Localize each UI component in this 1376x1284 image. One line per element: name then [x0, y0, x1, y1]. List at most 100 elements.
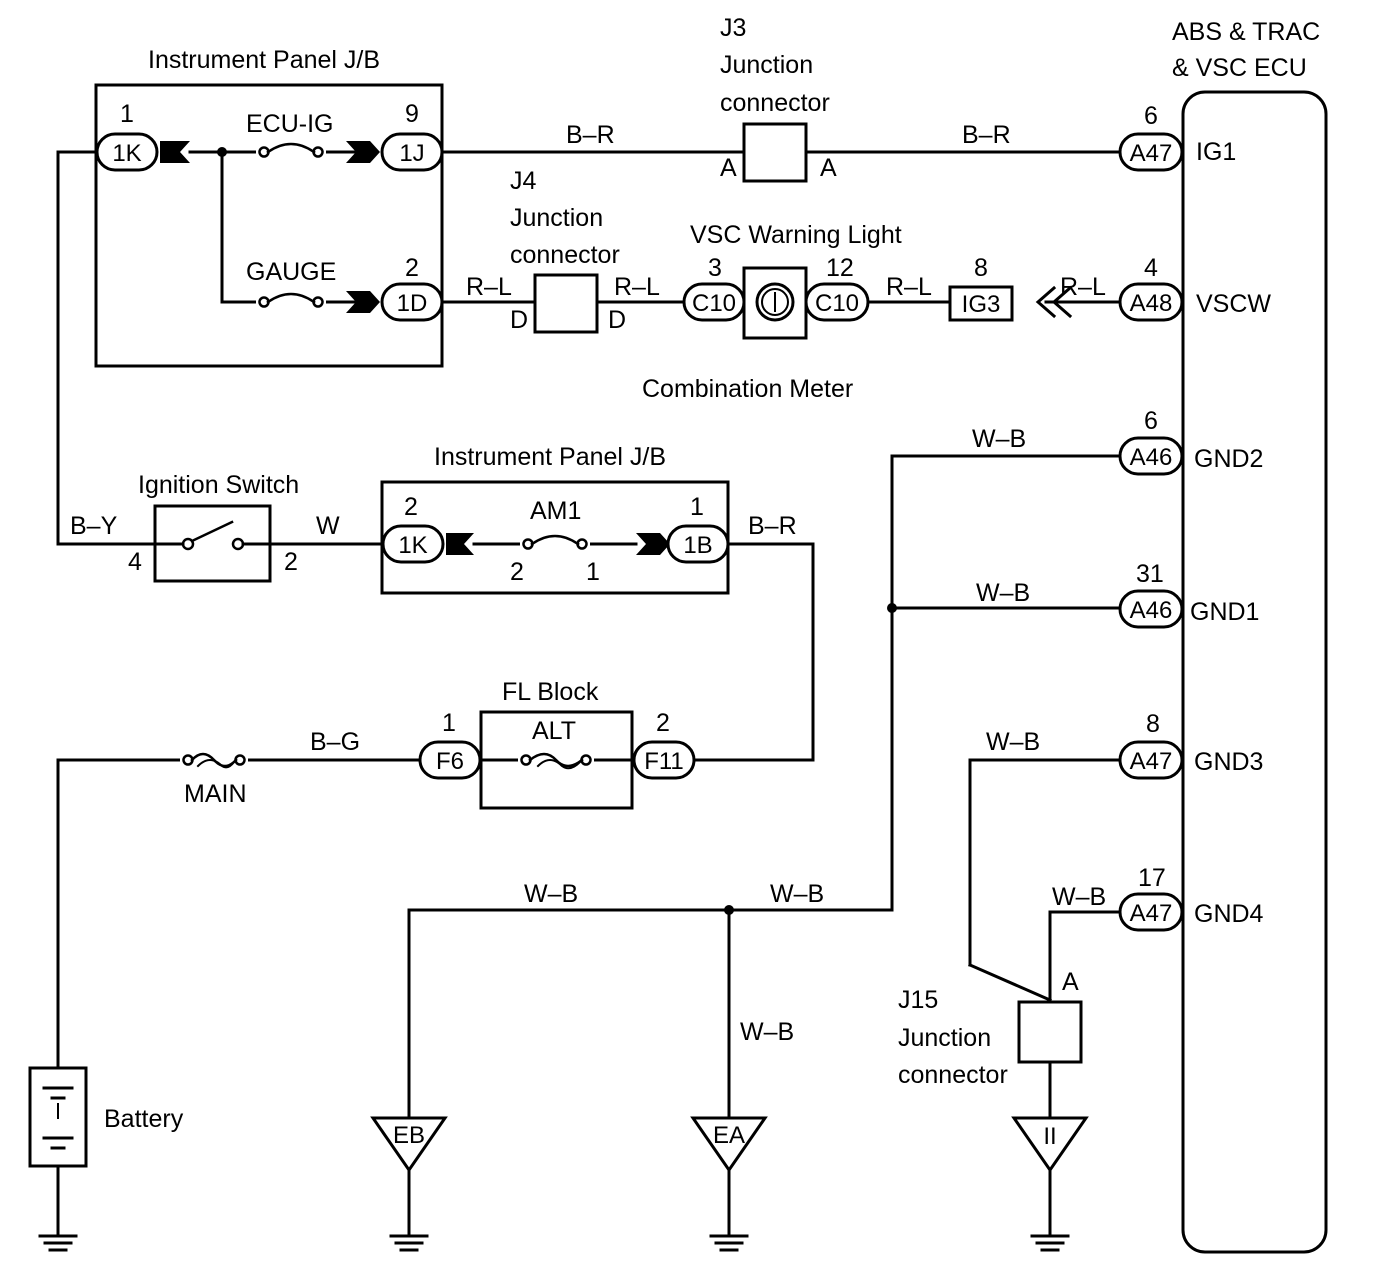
pin-label: 1 — [690, 493, 704, 521]
connector-a47-gnd4 — [1118, 892, 1184, 932]
pin-label: 3 — [708, 254, 722, 282]
connector-ig3-label: IG3 — [962, 291, 1001, 318]
connector-c10-left — [682, 282, 746, 322]
connector-f6-label: F6 — [436, 748, 464, 775]
pin-label: 9 — [405, 100, 419, 128]
pin-label: 2 — [510, 558, 524, 586]
connector-ig3 — [948, 285, 1014, 322]
j3-label-line2: Junction — [720, 51, 813, 79]
ground-circuits: W–B A46 6 W–B A46 31 W–B A47 8 W–B A47 1… — [887, 407, 1184, 1252]
ground-symbol — [1030, 1234, 1070, 1252]
connector-1d-label: 1D — [397, 290, 428, 317]
connector-1j-label: 1J — [399, 140, 424, 167]
connector-a46-gnd2 — [1118, 436, 1184, 476]
ground-ii-terminal — [1011, 1116, 1089, 1173]
fuse-ecu-ig-label: ECU-IG — [246, 110, 334, 138]
vsc-warning-light-label: VSC Warning Light — [690, 221, 902, 249]
j15-label-line2: Junction — [898, 1024, 991, 1052]
combination-meter-label: Combination Meter — [642, 375, 853, 403]
j3-label-line1: J3 — [720, 14, 746, 42]
wire-label: B–R — [962, 121, 1011, 149]
connector-1k-label: 1K — [398, 532, 427, 559]
ecu-title-line2: & VSC ECU — [1172, 54, 1307, 82]
fuse-alt-label: ALT — [532, 717, 576, 745]
instrument-panel-jb-mid: Instrument Panel J/B AM1 2 1 1K 2 1B 1 B… — [380, 443, 815, 762]
ecu-title-line1: ABS & TRAC — [1172, 18, 1320, 46]
connector-a48-label: A48 — [1130, 290, 1173, 317]
pin-label: 2 — [404, 493, 418, 521]
connector-c10-label: C10 — [815, 290, 859, 317]
connector-f11 — [632, 740, 696, 780]
j4-label-line2: Junction — [510, 204, 603, 232]
connector-a47-ig1 — [1118, 132, 1184, 172]
wire-label: R–L — [1060, 273, 1106, 301]
ecu-terminal-vscw: VSCW — [1196, 290, 1271, 318]
ground-ea-terminal — [690, 1116, 768, 1173]
connector-a46-label: A46 — [1130, 597, 1173, 624]
connector-c10-label: C10 — [692, 290, 736, 317]
ground-eb-terminal — [370, 1116, 448, 1173]
connector-arrow — [446, 533, 474, 555]
wire-label: R–L — [466, 273, 512, 301]
wire-label: W–B — [524, 880, 578, 908]
vsc-warning-light — [742, 266, 808, 340]
ecu-terminal-gnd1: GND1 — [1190, 598, 1259, 626]
fuse-am1-label: AM1 — [530, 497, 581, 525]
j15-label-line1: J15 — [898, 986, 938, 1014]
pin-label: 8 — [974, 254, 988, 282]
j4-label-line3: connector — [510, 241, 620, 269]
wire-label: W–B — [972, 425, 1026, 453]
ground-symbol — [38, 1234, 78, 1252]
pin-label: 4 — [128, 548, 142, 576]
connector-1k-mid — [381, 524, 445, 564]
connector-arrow — [636, 533, 670, 555]
connector-c10-right — [804, 282, 870, 322]
pin-label: 12 — [826, 254, 854, 282]
pin-label: 2 — [656, 709, 670, 737]
ground-bus: W–B W–B W–B EB EA — [370, 880, 894, 1252]
connector-1k-top-label: 1K — [112, 140, 141, 167]
ignition-switch-label: Ignition Switch — [138, 471, 299, 499]
fuse-main-label: MAIN — [184, 780, 247, 808]
pin-label: 6 — [1144, 102, 1158, 130]
connector-a47-label: A47 — [1130, 900, 1173, 927]
pin-label: D — [608, 306, 626, 334]
pin-label: 1 — [586, 558, 600, 586]
pin-label: 1 — [442, 709, 456, 737]
battery-feed: FL Block ALT F6 1 F11 2 B–G MAIN Battery — [28, 678, 696, 1252]
j15-label-line3: connector — [898, 1061, 1008, 1089]
connector-arrow — [346, 141, 380, 163]
ip-jb-top-title: Instrument Panel J/B — [148, 46, 380, 74]
pin-label: 4 — [1144, 254, 1158, 282]
ecu-terminal-gnd2: GND2 — [1194, 445, 1263, 473]
wire-label: B–Y — [70, 512, 118, 540]
connector-a46-gnd1 — [1118, 589, 1184, 629]
abs-trac-vsc-ecu: ABS & TRAC & VSC ECU IG1 VSCW GND2 GND1 … — [1172, 18, 1328, 1254]
pin-label: A — [720, 154, 737, 182]
j4-junction-connector — [533, 273, 599, 334]
wire-label: B–G — [310, 728, 360, 756]
lamp-icon — [755, 282, 795, 322]
ecu-terminal-ig1: IG1 — [1196, 138, 1236, 166]
j4-label-line1: J4 — [510, 167, 537, 195]
vscw-circuit: D D J4 Junction connector R–L R–L VSC Wa… — [440, 167, 1184, 403]
battery-label: Battery — [104, 1105, 184, 1133]
fl-block-title: FL Block — [502, 678, 599, 706]
ground-ea-label: EA — [713, 1122, 745, 1149]
wire-label: B–R — [566, 121, 615, 149]
connector-a47-gnd3 — [1118, 740, 1184, 780]
connector-a47-label: A47 — [1130, 748, 1173, 775]
junction-dot — [887, 603, 897, 613]
wire-label: R–L — [614, 273, 660, 301]
ip-jb-mid-title: Instrument Panel J/B — [434, 443, 666, 471]
connector-a48 — [1118, 282, 1184, 322]
fuse-gauge-label: GAUGE — [246, 258, 336, 286]
pin-label: D — [510, 306, 528, 334]
ignition-feed: B–Y Ignition Switch 4 2 W — [56, 150, 384, 583]
connector-arrow — [346, 291, 380, 313]
j15-junction-connector — [1017, 1000, 1083, 1064]
pin-label: A — [1062, 968, 1079, 996]
wire-label: W–B — [976, 579, 1030, 607]
pin-label: 2 — [284, 548, 298, 576]
